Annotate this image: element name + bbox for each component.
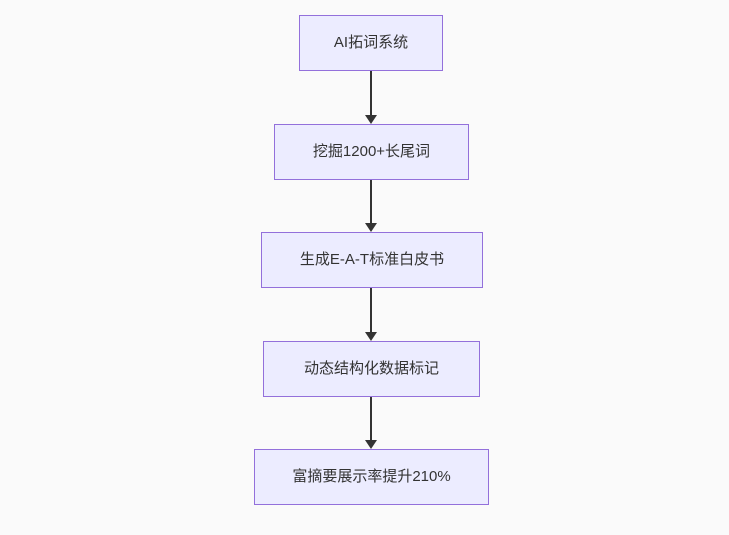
flowchart-node-4: 动态结构化数据标记	[263, 341, 480, 397]
arrow-line	[370, 71, 372, 115]
node-3-label: 生成E-A-T标准白皮书	[299, 251, 445, 268]
node-2-label: 挖掘1200+长尾词	[312, 143, 431, 160]
flowchart-node-1: AI拓词系统	[299, 15, 443, 71]
arrowhead-down-icon	[365, 223, 377, 232]
flowchart-node-3: 生成E-A-T标准白皮书	[261, 232, 483, 288]
node-4-label: 动态结构化数据标记	[303, 360, 439, 377]
arrowhead-down-icon	[365, 332, 377, 341]
arrow-line	[370, 397, 372, 440]
flowchart-node-2: 挖掘1200+长尾词	[274, 124, 469, 180]
node-5-label: 富摘要展示率提升210%	[292, 468, 451, 485]
flow-arrow-3	[365, 288, 377, 341]
flow-arrow-4	[365, 397, 377, 449]
arrowhead-down-icon	[365, 115, 377, 124]
node-1-label: AI拓词系统	[333, 34, 409, 51]
arrowhead-down-icon	[365, 440, 377, 449]
flowchart-node-5: 富摘要展示率提升210%	[254, 449, 489, 505]
flow-arrow-1	[365, 71, 377, 124]
flow-arrow-2	[365, 180, 377, 232]
arrow-line	[370, 180, 372, 223]
arrow-line	[370, 288, 372, 332]
